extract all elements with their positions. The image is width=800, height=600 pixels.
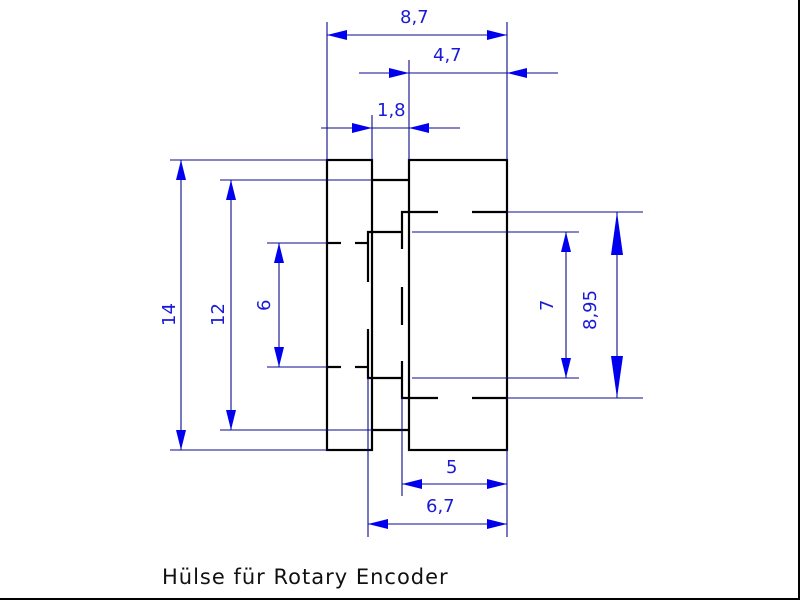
arrowhead (487, 479, 507, 489)
arrowhead (409, 123, 429, 133)
inner-step-right (400, 210, 438, 249)
part-outline (325, 158, 509, 452)
arrowhead (487, 519, 507, 529)
arrowhead (561, 232, 571, 252)
arrowhead (176, 430, 186, 450)
dim-text-overall-height: 14 (159, 303, 180, 326)
arrowhead (327, 30, 347, 40)
right-body (407, 158, 509, 452)
arrowhead (274, 243, 284, 263)
dim-text-right-width: 5 (446, 457, 457, 478)
arrowhead (352, 123, 372, 133)
arrowhead (402, 479, 422, 489)
inner-step-right-bottom (400, 361, 438, 400)
left-flange (325, 158, 374, 452)
inner-step-left-bottom (366, 329, 402, 380)
dim-text-flange-right: 8,95 (580, 290, 601, 330)
drawing-title: Hülse für Rotary Encoder (162, 565, 449, 589)
dim-text-gap: 1,8 (377, 100, 406, 121)
arrowhead (611, 356, 623, 398)
arrowhead (507, 68, 527, 78)
dim-text-right-total: 6,7 (426, 496, 455, 517)
dim-text-inner-height: 12 (208, 303, 229, 326)
arrowhead (368, 519, 388, 529)
arrowhead (226, 410, 236, 430)
arrowhead (389, 68, 409, 78)
inner-step-left (366, 230, 402, 282)
dimensions: 8,7 4,7 1,8 14 12 6 (159, 7, 643, 537)
arrowhead (176, 160, 186, 180)
arrowhead (274, 347, 284, 367)
dim-text-overall-width: 8,7 (400, 7, 429, 28)
dim-text-bore-left: 6 (254, 300, 275, 311)
arrowhead (611, 212, 623, 255)
arrowhead (487, 30, 507, 40)
dim-text-bore-right: 7 (537, 300, 558, 311)
arrowhead (561, 358, 571, 378)
dim-text-right-offset: 4,7 (433, 45, 462, 66)
arrowhead (226, 180, 236, 200)
